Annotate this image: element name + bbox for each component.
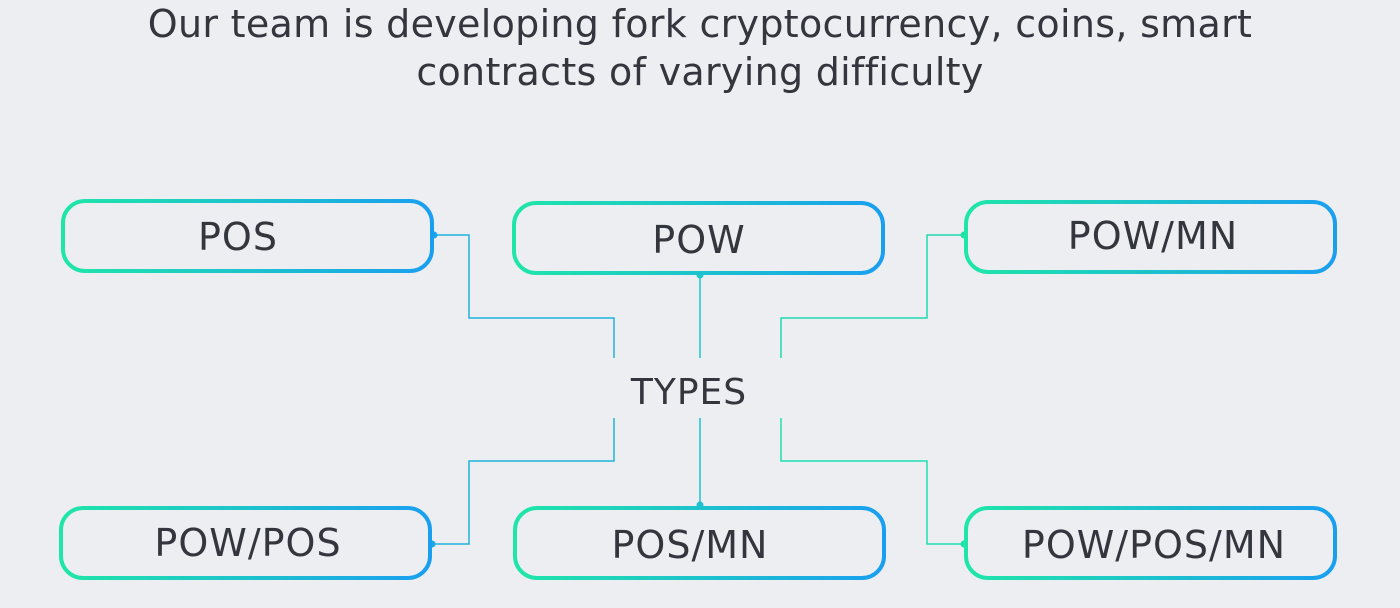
connectors	[433, 234, 964, 545]
connector-pow-pos	[433, 418, 615, 545]
type-box-pow-pos: POW/POS	[59, 506, 432, 580]
headline-line-1: Our team is developing fork cryptocurren…	[147, 2, 1253, 46]
type-label-pow: POW	[652, 218, 745, 262]
type-label-pow-mn: POW/MN	[1068, 214, 1238, 258]
type-box-pow: POW	[512, 201, 885, 275]
type-box-pow-mn: POW/MN	[964, 200, 1337, 274]
type-box-pos-mn: POS/MN	[513, 506, 886, 580]
type-label-pos: POS	[198, 215, 278, 259]
type-box-pow-pos-mn: POW/POS/MN	[964, 506, 1337, 580]
headline-line-2: contracts of varying difficulty	[416, 50, 984, 94]
connector-pos	[433, 234, 615, 358]
type-label-pow-pos-mn: POW/POS/MN	[1022, 523, 1286, 567]
headline: Our team is developing fork cryptocurren…	[0, 0, 1400, 96]
center-label: TYPES	[630, 372, 747, 413]
type-label-pow-pos: POW/POS	[154, 521, 341, 565]
type-label-pos-mn: POS/MN	[612, 523, 769, 567]
type-box-pos: POS	[61, 199, 434, 273]
connector-pow-mn	[780, 234, 964, 358]
connector-pow-pos-mn	[780, 418, 964, 545]
center-node: TYPES	[531, 356, 858, 421]
